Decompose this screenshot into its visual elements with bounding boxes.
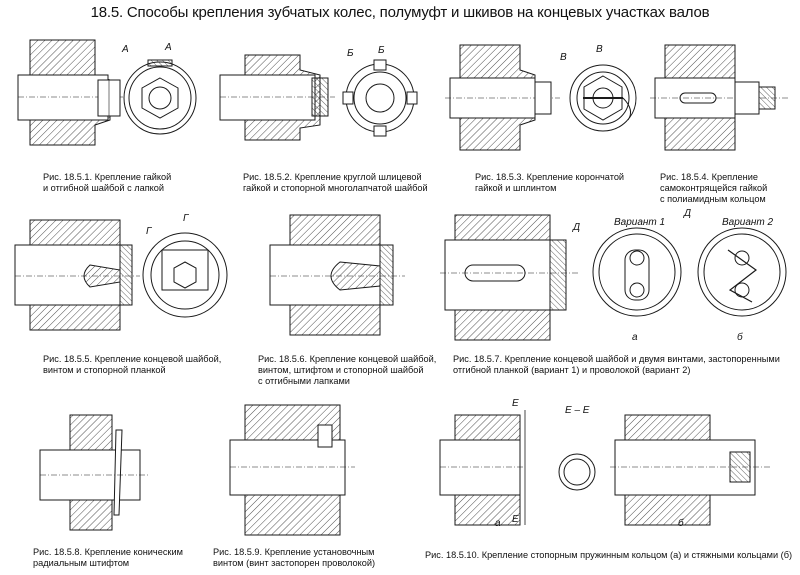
label-view-b: Б <box>378 45 385 56</box>
drawing-18-5-5 <box>14 219 228 331</box>
label-view-a-arrow: А <box>122 44 129 55</box>
drawing-18-5-3 <box>445 44 637 151</box>
drawing-18-5-7 <box>440 214 787 341</box>
caption-18-5-5: Рис. 18.5.5. Крепление концевой шайбой,в… <box>43 354 222 375</box>
page-title: 18.5. Способы крепления зубчатых колес, … <box>90 4 710 21</box>
drawing-18-5-4 <box>650 44 790 151</box>
label-view-b-arrow: Б <box>347 48 354 59</box>
label-variant-2: Вариант 2 <box>722 217 774 228</box>
label-view-g: Г <box>183 213 189 224</box>
label-variant-a: а <box>632 332 638 343</box>
drawing-18-5-2 <box>219 54 418 141</box>
label-section-e-top: Е <box>512 398 519 409</box>
label-10b: б <box>678 518 684 529</box>
label-section-e-e: Е – Е <box>565 405 590 416</box>
caption-18-5-10: Рис. 18.5.10. Крепление стопорным пружин… <box>425 550 793 560</box>
drawing-18-5-1 <box>17 39 197 146</box>
label-view-v: В <box>596 44 603 55</box>
label-view-v-arrow: В <box>560 52 567 63</box>
drawing-18-5-9 <box>229 404 355 536</box>
caption-18-5-6: Рис. 18.5.6. Крепление концевой шайбой,в… <box>258 354 437 386</box>
drawing-18-5-10 <box>439 410 770 526</box>
label-view-d-arrow: Д <box>573 222 581 233</box>
label-variant-b: б <box>737 332 743 343</box>
label-variant-1: Вариант 1 <box>614 217 666 228</box>
label-view-d: Д <box>684 208 692 219</box>
drawing-18-5-8 <box>39 414 150 531</box>
drawing-18-5-6 <box>269 214 405 336</box>
caption-18-5-7: Рис. 18.5.7. Крепление концевой шайбой и… <box>453 354 780 375</box>
label-view-a: А <box>165 42 172 53</box>
label-10a: а <box>495 518 501 529</box>
label-view-g-arrow: Г <box>146 226 152 237</box>
label-section-e-bottom: Е <box>512 514 519 525</box>
